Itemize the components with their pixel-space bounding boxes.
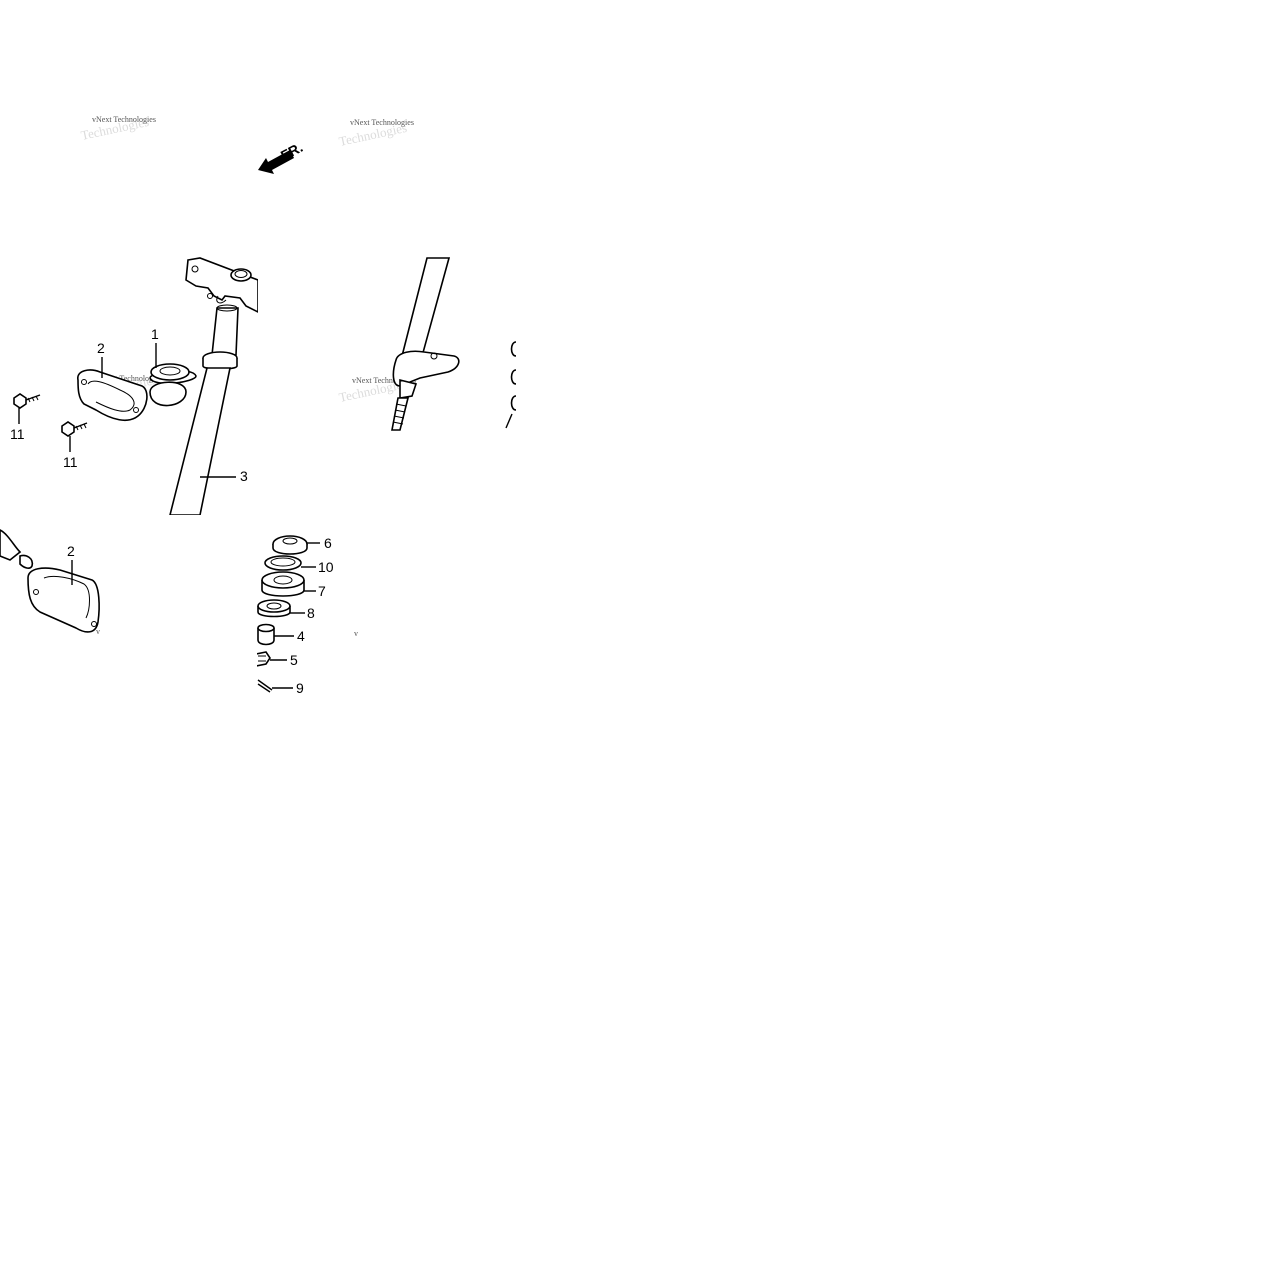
part-9-cotter-pin xyxy=(257,679,273,693)
svg-text:1: 1 xyxy=(151,326,159,342)
svg-text:11: 11 xyxy=(63,454,78,470)
callout-3: 3 xyxy=(200,468,248,484)
lower-shaft-assembly xyxy=(391,257,517,431)
svg-text:8: 8 xyxy=(307,605,315,621)
front-direction-arrow: FR. xyxy=(258,139,305,174)
watermark-text: vNext Technologies xyxy=(98,374,162,383)
part-6-seal xyxy=(272,535,308,555)
part-4-bushing xyxy=(257,623,275,646)
svg-text:5: 5 xyxy=(290,652,298,668)
svg-text:v: v xyxy=(354,629,358,638)
callout-2-upper: 2 xyxy=(97,340,105,378)
watermark-top-center: Technologies vNext Technologies xyxy=(338,118,414,149)
svg-text:9: 9 xyxy=(296,680,304,696)
svg-text:2: 2 xyxy=(67,543,75,559)
callout-8: 8 xyxy=(290,605,315,621)
watermark-top-left: Technologies vNext Technologies xyxy=(80,114,156,143)
exploded-parts-stack xyxy=(257,535,308,693)
callout-2-lower: 2 xyxy=(67,543,75,585)
watermark-text: vNext Technologies xyxy=(352,376,416,385)
watermark-fragment-right: v xyxy=(354,629,358,638)
part-11-bolt-lower xyxy=(61,421,88,437)
svg-text:v: v xyxy=(96,627,100,636)
svg-text:4: 4 xyxy=(297,628,305,644)
svg-text:3: 3 xyxy=(240,468,248,484)
svg-text:7: 7 xyxy=(318,583,326,599)
callout-7: 7 xyxy=(304,583,326,599)
callout-11-lower: 11 xyxy=(63,436,78,470)
part-2-bracket-lower xyxy=(0,529,100,633)
steering-shaft-assembly xyxy=(169,257,258,515)
part-8-bearing xyxy=(257,599,291,618)
callout-11-upper: 11 xyxy=(10,408,25,442)
callout-6: 6 xyxy=(307,535,332,551)
callout-5: 5 xyxy=(270,652,298,668)
callout-10: 10 xyxy=(301,559,334,575)
svg-text:10: 10 xyxy=(318,559,334,575)
part-11-bolt-upper xyxy=(13,393,41,409)
watermark-text: vNext Technologies xyxy=(92,115,156,124)
svg-text:2: 2 xyxy=(97,340,105,356)
part-1-grommet xyxy=(149,363,197,407)
part-2-bracket-upper xyxy=(77,369,148,422)
callout-1: 1 xyxy=(151,326,159,368)
svg-text:6: 6 xyxy=(324,535,332,551)
callout-9: 9 xyxy=(272,680,304,696)
part-7-bearing xyxy=(261,571,305,597)
svg-text:11: 11 xyxy=(10,426,25,442)
watermark-fragment-left: v xyxy=(96,627,100,636)
watermark-text: vNext Technologies xyxy=(350,118,414,127)
part-5-nut xyxy=(257,651,271,667)
callout-4: 4 xyxy=(274,628,305,644)
part-10-ring xyxy=(264,555,302,571)
